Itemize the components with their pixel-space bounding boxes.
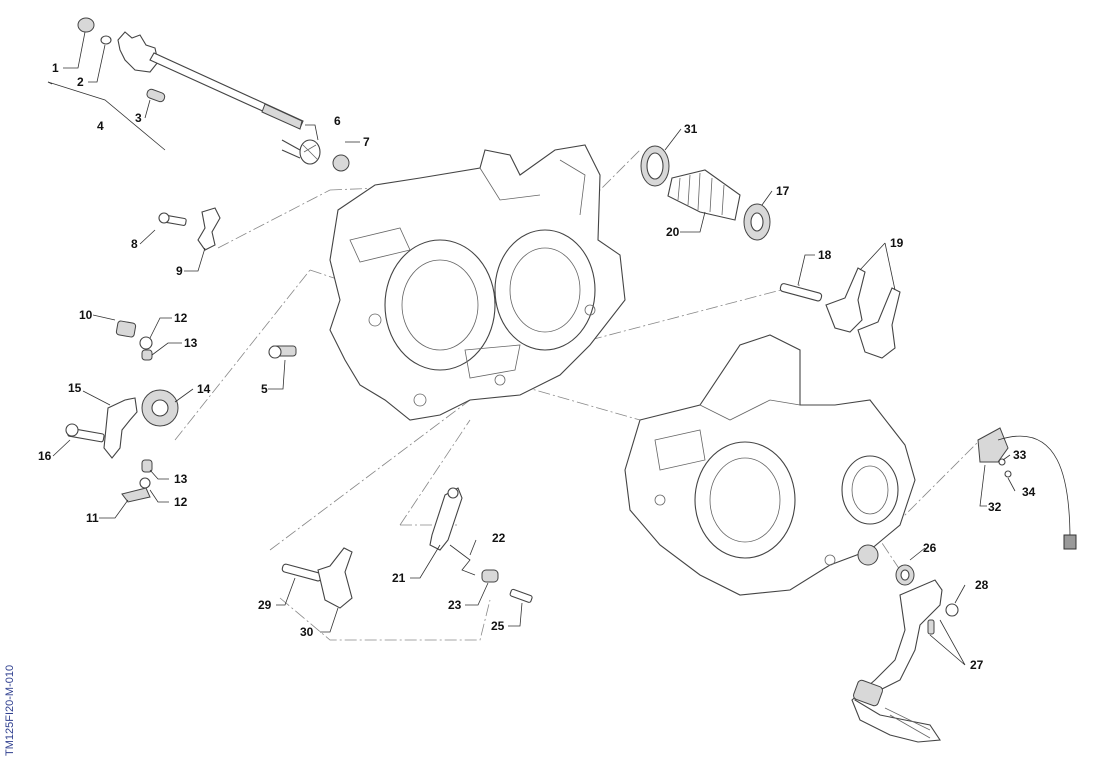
part-28-circlip — [945, 603, 959, 617]
callout-19: 19 — [890, 236, 904, 250]
part-20-shift-drum — [667, 169, 741, 221]
part-12-washer-a — [139, 336, 153, 350]
document-code: TM125FI20-M-010 — [4, 664, 16, 756]
callout-32: 32 — [988, 500, 1002, 514]
callout-16: 16 — [38, 449, 52, 463]
part-34-screw — [1004, 470, 1012, 478]
callout-30: 30 — [300, 625, 314, 639]
parts-6-7 — [281, 139, 350, 172]
part-12-washer-b — [139, 477, 151, 489]
callout-13-b: 13 — [174, 472, 188, 486]
parts-29-30 — [281, 547, 353, 609]
parts-10-16 — [65, 320, 179, 503]
callout-28: 28 — [975, 578, 989, 592]
shift-shaft-assembly — [47, 17, 304, 151]
shift-forks-18-19 — [779, 267, 901, 359]
callout-7: 7 — [363, 135, 370, 149]
part-29-fork-shaft — [281, 563, 323, 582]
callout-31: 31 — [684, 122, 698, 136]
callout-8: 8 — [131, 237, 138, 251]
callout-labels: 1 2 3 4 5 6 7 8 9 10 11 12 12 13 13 14 1… — [38, 61, 1036, 672]
callout-25: 25 — [491, 619, 505, 633]
callout-27: 27 — [970, 658, 984, 672]
callout-22: 22 — [492, 531, 506, 545]
part-10-block — [115, 320, 137, 338]
callout-18: 18 — [818, 248, 832, 262]
part-13-spring-a — [141, 349, 153, 361]
callout-9: 9 — [176, 264, 183, 278]
right-crankcase — [624, 334, 916, 596]
callout-1: 1 — [52, 61, 59, 75]
parts-21-25 — [429, 487, 533, 603]
part-18-fork-shaft — [779, 283, 823, 302]
callout-26: 26 — [923, 541, 937, 555]
part-21-lever — [429, 487, 463, 551]
part-30-fork — [317, 547, 353, 609]
part-4-shift-plate — [117, 31, 159, 73]
part-25-screw — [509, 588, 533, 603]
part-7-bushing — [332, 154, 350, 172]
part-19-fork-a — [825, 267, 866, 333]
part-11-pin — [121, 487, 151, 503]
callout-11: 11 — [86, 511, 99, 525]
part-33-washer — [998, 458, 1006, 466]
part-3-pin — [146, 88, 166, 103]
part-1-nut — [77, 17, 95, 33]
callout-3: 3 — [135, 111, 142, 125]
callout-21: 21 — [392, 571, 406, 585]
callout-12-a: 12 — [174, 311, 188, 325]
callout-5: 5 — [261, 382, 268, 396]
part-9-lever — [197, 207, 221, 251]
callout-12-b: 12 — [174, 495, 188, 509]
parts-32-34 — [977, 427, 1077, 550]
parts-8-9 — [158, 207, 221, 251]
callout-2: 2 — [77, 75, 84, 89]
callout-20: 20 — [666, 225, 680, 239]
part-23-bushing — [481, 569, 499, 583]
callout-6: 6 — [334, 114, 341, 128]
callout-13-a: 13 — [184, 336, 198, 350]
callout-leaders — [52, 31, 1016, 666]
callout-34: 34 — [1022, 485, 1036, 499]
part-27-shift-lever — [851, 579, 943, 743]
left-crankcase — [329, 144, 626, 421]
callout-29: 29 — [258, 598, 272, 612]
callout-17: 17 — [776, 184, 790, 198]
shift-drum-assembly — [640, 145, 771, 241]
callout-23: 23 — [448, 598, 462, 612]
part-2-washer — [100, 35, 112, 45]
part-15-bracket — [103, 397, 138, 459]
part-32-sensor — [977, 427, 1009, 463]
callout-14: 14 — [197, 382, 211, 396]
callout-4: 4 — [97, 119, 104, 133]
part-13-spring-b — [141, 459, 153, 473]
parts-26-28 — [851, 564, 959, 743]
sensor-connector — [1063, 534, 1077, 550]
part-19-fork-b — [857, 287, 901, 359]
sensor-cable — [997, 435, 1071, 541]
callout-33: 33 — [1013, 448, 1027, 462]
callout-15: 15 — [68, 381, 82, 395]
callout-10: 10 — [79, 308, 93, 322]
part-22-spring — [449, 544, 476, 576]
